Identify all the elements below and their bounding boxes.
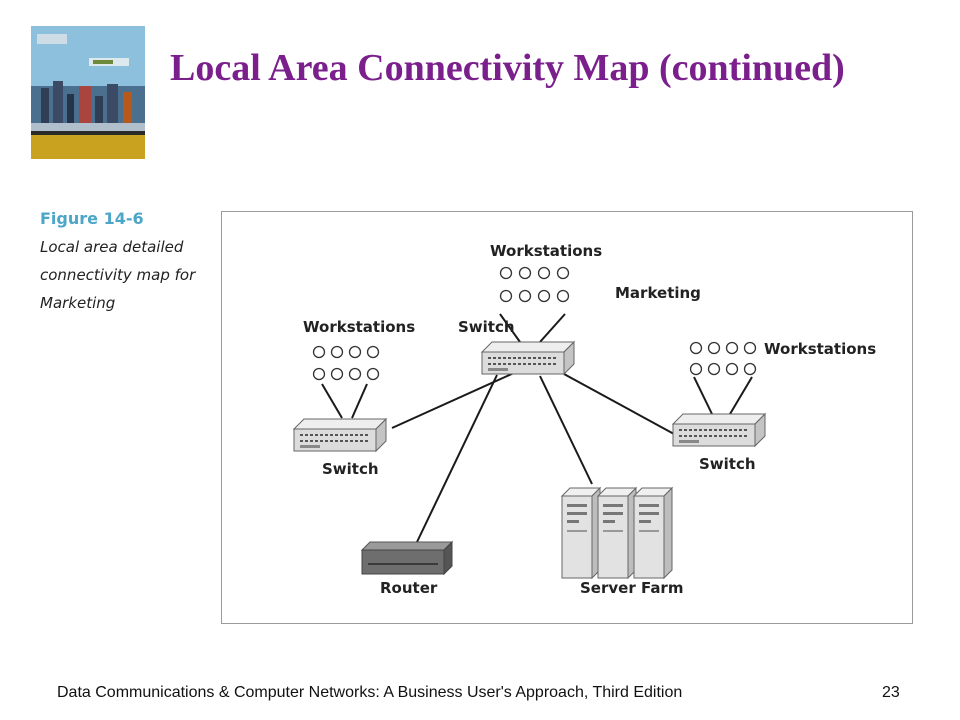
book-cover-image xyxy=(31,26,145,159)
workstation-icon xyxy=(689,341,757,376)
link-ws-top-right xyxy=(539,313,566,343)
server-icon xyxy=(561,487,673,579)
slide-footer: Data Communications & Computer Networks:… xyxy=(57,684,683,701)
caption-line-3: Marketing xyxy=(40,294,116,312)
label-switch-right: Switch xyxy=(699,455,756,473)
switch-icon xyxy=(293,418,387,452)
link-ws-right-2 xyxy=(729,376,753,415)
switch-icon xyxy=(481,341,575,375)
label-workstations-top: Workstations xyxy=(490,242,602,260)
caption-line-1: Local area detailed xyxy=(40,238,184,256)
label-router: Router xyxy=(380,579,438,597)
router-icon xyxy=(360,540,454,576)
connectivity-map-diagram: Workstations Marketing Switch Workstatio… xyxy=(293,242,876,597)
link-ws-left-1 xyxy=(321,383,343,419)
figure-caption: Figure 14-6 Local area detailed connecti… xyxy=(40,205,215,317)
link-ws-left-2 xyxy=(351,383,368,419)
workstation-icon xyxy=(499,266,570,303)
label-workstations-right: Workstations xyxy=(764,340,876,358)
label-server-farm: Server Farm xyxy=(580,579,683,597)
connection-lines xyxy=(321,313,753,543)
link-center-left-switch xyxy=(391,371,517,429)
slide-title: Local Area Connectivity Map (continued) xyxy=(170,47,845,89)
label-marketing: Marketing xyxy=(615,284,701,302)
link-ws-right-1 xyxy=(693,376,713,415)
link-ws-top-left xyxy=(499,313,521,343)
caption-line-2: connectivity map for xyxy=(40,266,196,284)
link-center-right-switch xyxy=(563,373,675,435)
page-number: 23 xyxy=(882,684,900,701)
switch-icon xyxy=(672,413,766,447)
link-center-server-farm xyxy=(539,375,593,485)
label-switch-left: Switch xyxy=(322,460,379,478)
book-cover-art xyxy=(31,26,145,159)
workstation-icon xyxy=(312,345,380,381)
figure-number: Figure 14-6 xyxy=(40,209,144,228)
connectivity-map-figure: Workstations Marketing Switch Workstatio… xyxy=(221,211,913,624)
label-switch-center: Switch xyxy=(458,318,515,336)
link-center-router xyxy=(416,374,498,543)
label-workstations-left: Workstations xyxy=(303,318,415,336)
